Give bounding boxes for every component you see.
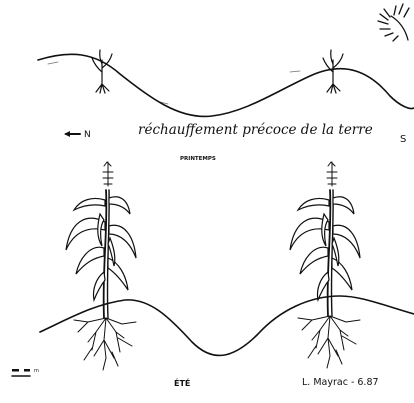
scale-bar: m (12, 368, 39, 376)
sun-icon (378, 4, 409, 41)
north-label: N (84, 130, 91, 140)
north-arrow: N (64, 130, 91, 140)
signature: L. Mayrac - 6.87 (302, 377, 379, 388)
maize-plant-left (66, 162, 136, 370)
scale-label: m (34, 368, 39, 374)
summer-ground-profile (40, 296, 414, 355)
maize-plant-right (290, 162, 360, 368)
summer-label: ÉTÉ (174, 377, 190, 388)
spring-seedling-left (92, 50, 112, 93)
spring-label: PRINTEMPS (180, 156, 216, 162)
spring-seedling-right (323, 50, 343, 93)
south-label: S (400, 134, 406, 145)
top-caption: réchauffement précoce de la terre (138, 122, 373, 138)
